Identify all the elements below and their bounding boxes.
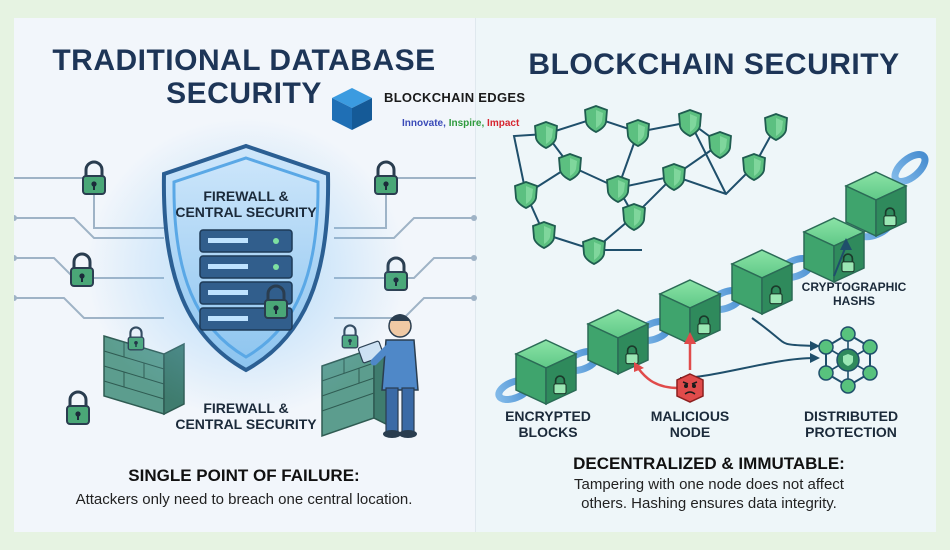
block-icon bbox=[730, 248, 794, 316]
brand-tag-inspire: Inspire, bbox=[448, 118, 485, 129]
traditional-caption-body: Attackers only need to breach one centra… bbox=[75, 491, 413, 508]
blockchain-caption-line2: others. Hashing ensures data integrity. bbox=[581, 495, 837, 512]
blockchain-caption-head: DECENTRALIZED & IMMUTABLE: bbox=[573, 454, 845, 473]
shield-label-line2: CENTRAL SECURITY bbox=[175, 204, 317, 220]
shield-node-icon bbox=[662, 163, 686, 191]
malicious-label: MALICIOUS NODE bbox=[640, 408, 740, 440]
malicious-label-line1: MALICIOUS bbox=[650, 408, 730, 424]
shield-node-icon bbox=[764, 113, 788, 141]
brand-name: BLOCKCHAIN EDGES bbox=[384, 90, 526, 105]
shield-node-icon bbox=[622, 203, 646, 231]
block-icon bbox=[844, 170, 908, 238]
blockchain-caption-body: Tampering with one node does not affect … bbox=[494, 475, 924, 513]
shield-node-icon bbox=[708, 131, 732, 159]
distributed-label-line1: DISTRIBUTED bbox=[803, 408, 899, 424]
brand-tag-impact: Impact bbox=[487, 118, 520, 129]
danger-arrows bbox=[637, 340, 692, 390]
malicious-node-icon bbox=[676, 373, 704, 403]
block-icon bbox=[586, 308, 650, 376]
hash-label-line1: CRYPTOGRAPHIC bbox=[801, 280, 907, 294]
block-icon bbox=[514, 338, 578, 406]
shield-node-icon bbox=[742, 153, 766, 181]
blockchain-panel bbox=[476, 18, 936, 532]
blocks-label-line1: ENCRYPTED bbox=[505, 408, 591, 424]
shield-node-icon bbox=[626, 119, 650, 147]
brand-tag-innovate: Innovate, bbox=[402, 118, 446, 129]
traditional-title: TRADITIONAL DATABASE SECURITY bbox=[44, 44, 444, 110]
traditional-title-line1: TRADITIONAL DATABASE bbox=[52, 44, 436, 77]
diagram-art bbox=[14, 88, 929, 438]
shield-node-icon bbox=[514, 181, 538, 209]
distributed-label-line2: PROTECTION bbox=[805, 424, 897, 440]
infographic-frame: TRADITIONAL DATABASE SECURITY BLOCKCHAIN… bbox=[14, 18, 936, 532]
traditional-title-line2: SECURITY bbox=[166, 77, 322, 110]
brand-tagline: Innovate, Inspire, Impact bbox=[402, 118, 519, 129]
shield-node-icon bbox=[606, 175, 630, 203]
shield-label-line1: FIREWALL & bbox=[203, 188, 289, 204]
distributed-protection-icon bbox=[818, 326, 878, 394]
padlock-icon bbox=[65, 390, 91, 426]
padlock-icon bbox=[81, 160, 107, 196]
shield-label: FIREWALL & CENTRAL SECURITY bbox=[166, 188, 326, 220]
blocks-label-line2: BLOCKS bbox=[518, 424, 578, 440]
blockchain-caption-line1: Tampering with one node does not affect bbox=[574, 476, 844, 493]
shield-node-icon bbox=[678, 109, 702, 137]
brand-badge: BLOCKCHAIN EDGES Innovate, Inspire, Impa… bbox=[332, 84, 542, 134]
blockchain-title: BLOCKCHAIN SECURITY bbox=[528, 48, 900, 81]
shield-node-icon bbox=[558, 153, 582, 181]
malicious-label-line2: NODE bbox=[669, 424, 711, 440]
panel-divider bbox=[475, 18, 476, 532]
hash-label-line2: HASHS bbox=[832, 294, 875, 308]
shield-node-icon bbox=[582, 237, 606, 265]
shield-node-icon bbox=[532, 221, 556, 249]
shield-node-icon bbox=[584, 105, 608, 133]
block-icon bbox=[802, 216, 866, 284]
firewall-label-line2: CENTRAL SECURITY bbox=[175, 416, 317, 432]
blocks-label: ENCRYPTED BLOCKS bbox=[498, 408, 598, 440]
firewall-label-line1: FIREWALL & bbox=[203, 400, 289, 416]
distributed-label: DISTRIBUTED PROTECTION bbox=[786, 408, 916, 440]
brand-logo-icon bbox=[332, 88, 372, 130]
traditional-caption-head: SINGLE POINT OF FAILURE: bbox=[128, 466, 360, 485]
firewall-label: FIREWALL & CENTRAL SECURITY bbox=[166, 400, 326, 432]
hash-label: CRYPTOGRAPHIC HASHS bbox=[784, 280, 924, 308]
